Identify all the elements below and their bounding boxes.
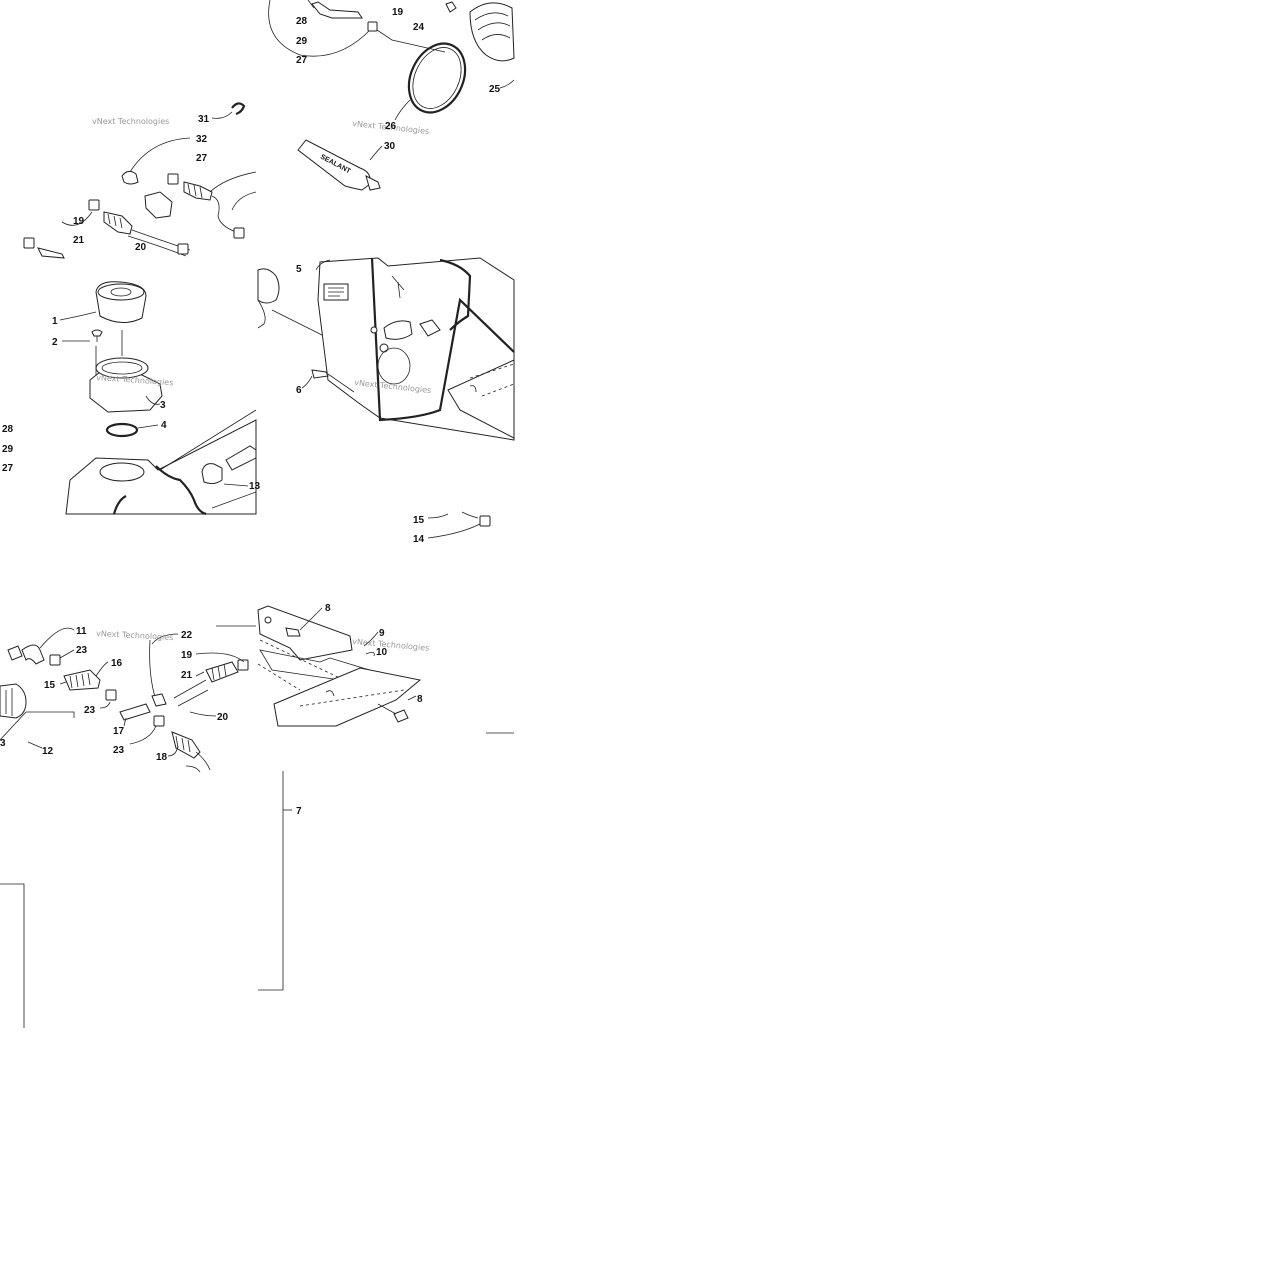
plate-icon bbox=[273, 667, 422, 727]
callout-28: 28 bbox=[296, 16, 308, 27]
screw-icon bbox=[91, 329, 103, 337]
bolt-icon bbox=[285, 627, 301, 637]
callout-26: 26 bbox=[385, 121, 397, 132]
callout-20: 20 bbox=[135, 242, 147, 253]
callout-27: 27 bbox=[196, 153, 208, 164]
elbow-fitting-icon bbox=[21, 644, 45, 665]
callout-4: 4 bbox=[161, 420, 167, 431]
callout-7: 7 bbox=[296, 806, 302, 817]
panel-fuel-pump: SEALANT bbox=[268, 0, 515, 191]
bracket-lines bbox=[0, 771, 292, 1028]
watermark: vNext Technologies bbox=[92, 117, 169, 126]
callout-19: 19 bbox=[73, 216, 85, 227]
clamp-icon bbox=[231, 102, 246, 116]
fitting-icon bbox=[88, 199, 100, 211]
callout-22: 22 bbox=[181, 630, 193, 641]
callout-28: 28 bbox=[2, 424, 14, 435]
callout-23: 23 bbox=[76, 645, 88, 656]
callout-5: 5 bbox=[296, 264, 302, 275]
watermark: vNext Technologies bbox=[96, 629, 174, 642]
nut-icon bbox=[479, 515, 491, 527]
bolt-icon bbox=[311, 369, 329, 379]
callout-30: 30 bbox=[384, 141, 396, 152]
callout-29: 29 bbox=[296, 36, 308, 47]
callout-27: 27 bbox=[296, 55, 308, 66]
callout-8: 8 bbox=[325, 603, 331, 614]
callout-10: 10 bbox=[376, 647, 388, 658]
callout-2: 2 bbox=[52, 337, 58, 348]
hose-icon bbox=[183, 181, 213, 201]
callout-24: 24 bbox=[413, 22, 425, 33]
nut-icon bbox=[367, 21, 378, 32]
fitting-icon bbox=[167, 173, 179, 185]
callout-13: 13 bbox=[249, 481, 261, 492]
panel-fuel-cap bbox=[59, 281, 257, 516]
panel-lower-fuel-lines bbox=[0, 625, 256, 773]
panel-tank-housing bbox=[257, 257, 515, 441]
screw-icon bbox=[445, 1, 457, 13]
callouts: 28 29 27 19 24 25 26 30 31 32 27 19 21 2… bbox=[0, 7, 501, 817]
hose-icon bbox=[63, 669, 101, 691]
callout-19: 19 bbox=[181, 650, 193, 661]
panel-shield-plates bbox=[257, 605, 514, 734]
pump-icon bbox=[0, 683, 27, 719]
callout-9: 9 bbox=[379, 628, 385, 639]
panel-fuel-lines bbox=[23, 102, 257, 259]
hose-clamp-icon bbox=[121, 170, 139, 185]
callout-1: 1 bbox=[52, 316, 58, 327]
o-ring-icon bbox=[407, 42, 467, 114]
callout-19: 19 bbox=[392, 7, 404, 18]
connector-icon bbox=[144, 191, 173, 219]
pump-assembly-icon bbox=[469, 2, 515, 62]
clamp-icon bbox=[151, 693, 167, 707]
fuel-tank-icon bbox=[65, 419, 257, 515]
callout-3: 3 bbox=[0, 738, 6, 749]
callout-27: 27 bbox=[2, 463, 14, 474]
callout-15: 15 bbox=[413, 515, 425, 526]
callout-21: 21 bbox=[181, 670, 193, 681]
callout-17: 17 bbox=[113, 726, 125, 737]
plate-icon bbox=[257, 605, 353, 661]
callout-16: 16 bbox=[111, 658, 123, 669]
callout-18: 18 bbox=[156, 752, 168, 763]
callout-21: 21 bbox=[73, 235, 85, 246]
hose-icon bbox=[171, 731, 201, 759]
callout-20: 20 bbox=[217, 712, 229, 723]
callout-11: 11 bbox=[76, 626, 87, 637]
callout-23: 23 bbox=[113, 745, 125, 756]
callout-12: 12 bbox=[42, 746, 54, 757]
grommet-icon bbox=[201, 463, 223, 485]
callout-32: 32 bbox=[196, 134, 208, 145]
watermark: vNext Technologies bbox=[352, 637, 430, 653]
tube-icon bbox=[119, 703, 151, 721]
callout-31: 31 bbox=[198, 114, 210, 125]
gasket-icon bbox=[105, 422, 139, 438]
callout-6: 6 bbox=[296, 385, 302, 396]
callout-3: 3 bbox=[160, 400, 166, 411]
panel-fitting-fragment bbox=[427, 511, 491, 539]
callout-8: 8 bbox=[417, 694, 423, 705]
watermarks: vNext Technologies vNext Technologies vN… bbox=[92, 117, 432, 653]
callout-29: 29 bbox=[2, 444, 14, 455]
callout-25: 25 bbox=[489, 84, 501, 95]
bolt-icon bbox=[393, 709, 409, 723]
callout-23: 23 bbox=[84, 705, 96, 716]
callout-14: 14 bbox=[413, 534, 425, 545]
callout-15: 15 bbox=[44, 680, 56, 691]
